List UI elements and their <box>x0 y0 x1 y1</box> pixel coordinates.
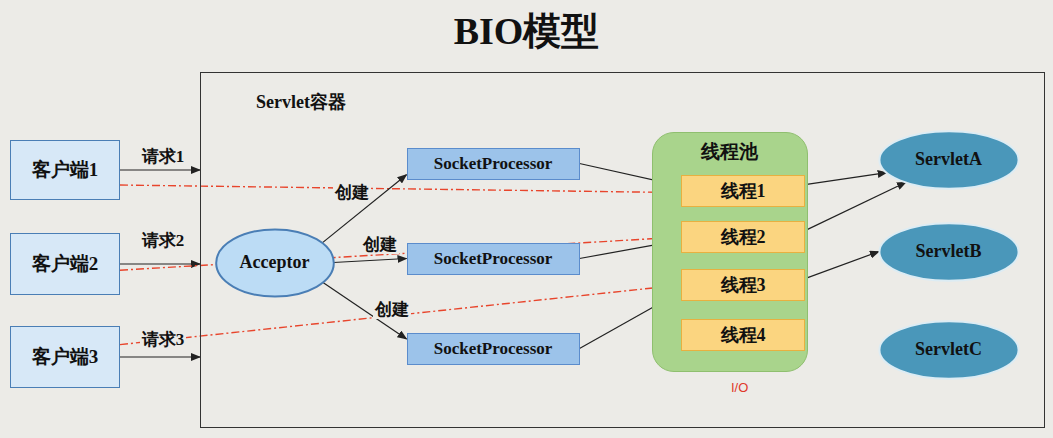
thread-box: 线程4 <box>681 319 805 351</box>
edge-label: 请求3 <box>140 331 187 350</box>
flow-arrow <box>322 175 406 243</box>
node-text: 线程3 <box>721 273 766 297</box>
thread-box: 线程1 <box>681 175 805 207</box>
node-text: 线程2 <box>721 225 766 249</box>
edge-label: 请求1 <box>140 148 187 167</box>
node-text: 线程池 <box>653 139 807 165</box>
flow-arrow <box>120 169 200 170</box>
io-dashed-arrow <box>120 285 681 345</box>
node-text: SocketProcessor <box>434 339 553 359</box>
io-dashed-arrow <box>120 185 681 193</box>
flow-arrow <box>120 356 200 357</box>
processor-box: SocketProcessor <box>407 148 580 180</box>
thread-box: 线程2 <box>681 221 805 253</box>
edge-label: 创建 <box>373 301 411 320</box>
flow-arrow <box>120 263 200 264</box>
edge-label: 创建 <box>333 184 371 203</box>
servlet-ellipse: ServletA <box>878 130 1020 190</box>
flow-arrow <box>805 252 879 279</box>
client-box: 客户端1 <box>10 140 120 200</box>
edge-label: 请求2 <box>140 232 187 251</box>
node-text: 线程1 <box>721 179 766 203</box>
io-label: I/O <box>731 380 748 395</box>
thread-box: 线程3 <box>681 269 805 301</box>
flow-arrow <box>805 173 887 185</box>
node-text: Acceptor <box>240 252 310 273</box>
node-text: 客户端3 <box>32 344 99 370</box>
node-text: Servlet容器 <box>256 90 346 114</box>
node-text: ServletA <box>915 149 982 170</box>
node-text: 客户端1 <box>32 157 99 183</box>
servlet-ellipse: ServletB <box>878 222 1020 282</box>
client-box: 客户端2 <box>10 233 120 295</box>
acceptor-ellipse: Acceptor <box>215 228 335 298</box>
node-text: SocketProcessor <box>434 249 553 269</box>
processor-box: SocketProcessor <box>407 243 580 275</box>
container-box: Servlet容器AcceptorSocketProcessorSocketPr… <box>200 72 1045 428</box>
node-text: ServletC <box>915 339 982 360</box>
node-text: ServletB <box>916 241 982 262</box>
processor-box: SocketProcessor <box>407 333 580 365</box>
node-text: 线程4 <box>721 323 766 347</box>
diagram-title: BIO模型 <box>0 6 1053 57</box>
servlet-ellipse: ServletC <box>878 320 1020 380</box>
flow-arrow <box>805 182 906 230</box>
thread-pool: 线程池线程1 线程2 线程3 线程4 <box>652 132 808 372</box>
io-dashed-arrow <box>120 237 681 270</box>
node-text: SocketProcessor <box>434 154 553 174</box>
node-text: 客户端2 <box>32 251 99 277</box>
client-box: 客户端3 <box>10 326 120 388</box>
flow-arrow <box>333 259 406 263</box>
edge-label: 创建 <box>361 236 399 255</box>
